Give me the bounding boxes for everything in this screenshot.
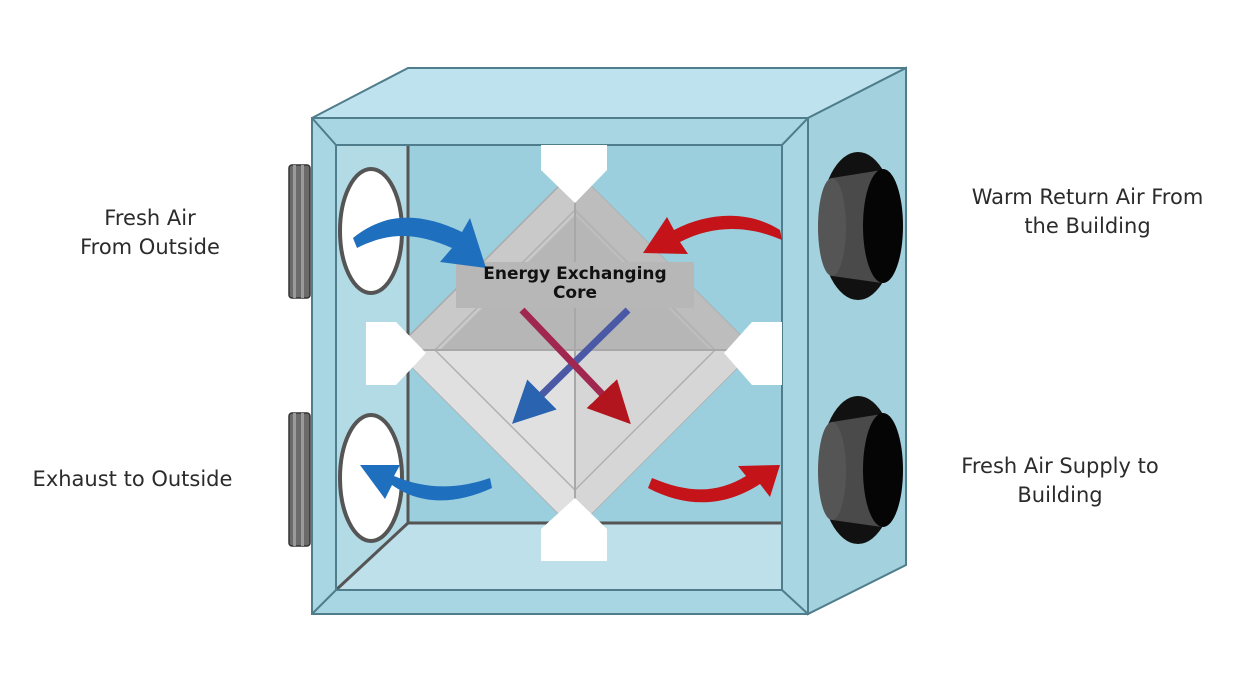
bevel-tl bbox=[311, 117, 337, 146]
curved-arrow-blue-intake-icon bbox=[353, 217, 486, 268]
label-warm-return-line-1: Warm Return Air From bbox=[971, 185, 1204, 209]
label-warm-return-air: Warm Return Air From the Building bbox=[945, 183, 1230, 241]
bevel-br bbox=[781, 589, 809, 615]
cross-arrow-red-icon bbox=[519, 307, 631, 425]
inner-edge-corner bbox=[334, 521, 410, 592]
curved-arrow-red-return-icon bbox=[643, 215, 782, 254]
right-duct-top bbox=[818, 152, 903, 300]
label-fresh-air-line-2: From Outside bbox=[80, 235, 220, 259]
label-exhaust-line-1: Exhaust to Outside bbox=[32, 467, 233, 491]
curved-arrow-red-supply-icon bbox=[648, 465, 780, 503]
energy-core bbox=[393, 168, 757, 532]
bevel-tr bbox=[781, 117, 809, 146]
curved-arrow-blue-exhaust-icon bbox=[360, 465, 492, 501]
core-label: Energy Exchanging Core bbox=[456, 262, 694, 308]
label-warm-return-line-2: the Building bbox=[1024, 214, 1151, 238]
label-supply-line-1: Fresh Air Supply to bbox=[961, 454, 1159, 478]
bevel-bl bbox=[311, 589, 337, 615]
label-fresh-air-line-1: Fresh Air bbox=[104, 206, 196, 230]
gasket-right bbox=[724, 322, 782, 385]
cabinet-top bbox=[311, 67, 907, 119]
label-fresh-air-from-outside: Fresh Air From Outside bbox=[60, 204, 240, 262]
label-exhaust-to-outside: Exhaust to Outside bbox=[10, 465, 255, 494]
core-label-line-2: Core bbox=[552, 283, 598, 303]
gasket-bottom bbox=[541, 498, 607, 561]
label-supply-line-2: Building bbox=[1017, 483, 1103, 507]
label-fresh-air-supply: Fresh Air Supply to Building bbox=[935, 452, 1185, 510]
gasket-top bbox=[541, 145, 607, 203]
gasket-left bbox=[366, 322, 426, 385]
right-duct-bottom bbox=[818, 396, 903, 544]
core-label-line-1: Energy Exchanging bbox=[483, 264, 667, 284]
